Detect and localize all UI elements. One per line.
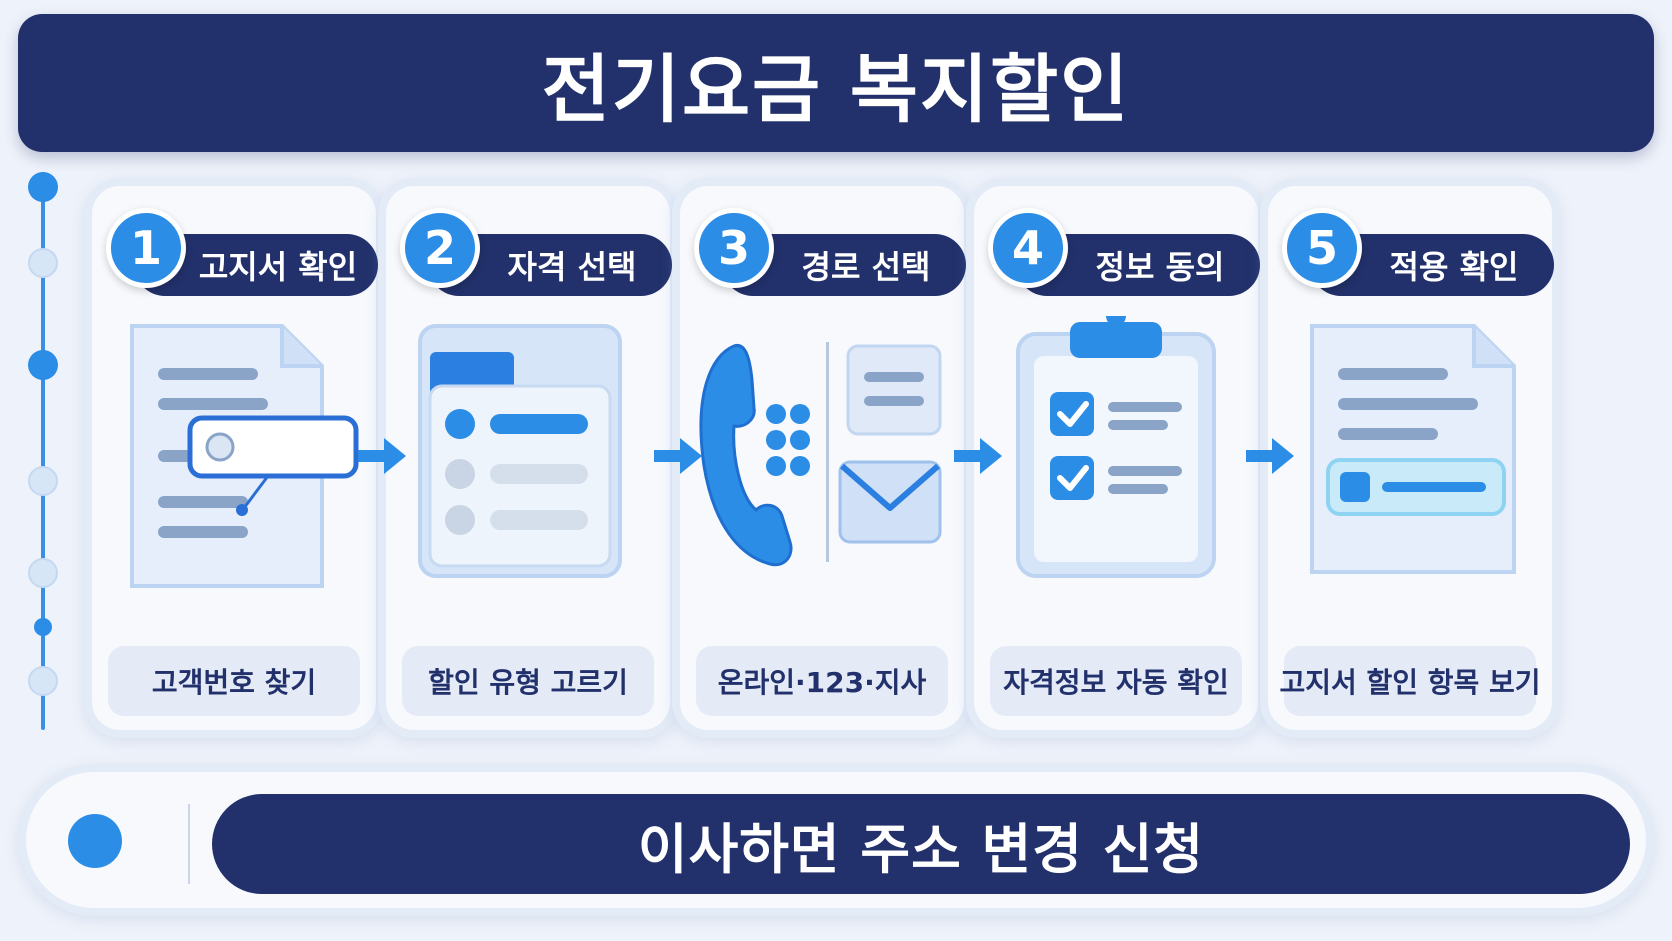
step-number: 2 <box>400 208 480 288</box>
arrow-right-icon <box>1246 438 1294 474</box>
bill-search-icon <box>130 324 359 588</box>
steps-row: 고지서 확인 1 고객번호 찾기 자격 선택 2 <box>84 178 1654 738</box>
step-header: 경로 선택 3 <box>694 208 966 296</box>
step-caption: 온라인·123·지사 <box>696 646 948 716</box>
step-number: 3 <box>694 208 774 288</box>
step-caption: 할인 유형 고르기 <box>402 646 654 716</box>
arrow-right-icon <box>954 438 1002 474</box>
step-card-3: 경로 선택 3 온라인·123·지사 <box>672 178 972 738</box>
step-header: 정보 동의 4 <box>988 208 1260 296</box>
step-caption: 고객번호 찾기 <box>108 646 360 716</box>
timeline-dot <box>34 618 52 636</box>
folder-list-icon <box>418 324 622 578</box>
step-card-4: 정보 동의 4 자격정보 자동 확인 <box>966 178 1266 738</box>
timeline-dot <box>28 172 58 202</box>
bill-discount-icon <box>1310 324 1516 574</box>
timeline-dot <box>28 248 58 278</box>
step-card-5: 적용 확인 5 고지서 할인 항목 보기 <box>1260 178 1560 738</box>
footer-message: 이사하면 주소 변경 신청 <box>212 794 1630 894</box>
timeline-dot <box>28 666 58 696</box>
step-number: 1 <box>106 208 186 288</box>
clipboard-check-icon <box>1016 316 1216 578</box>
arrow-right-icon <box>358 438 406 474</box>
step-header: 자격 선택 2 <box>400 208 672 296</box>
step-number: 5 <box>1282 208 1362 288</box>
step-number: 4 <box>988 208 1068 288</box>
page-title: 전기요금 복지할인 <box>541 46 1131 133</box>
step-header: 고지서 확인 1 <box>106 208 378 296</box>
step-caption: 자격정보 자동 확인 <box>990 646 1242 716</box>
step-card-1: 고지서 확인 1 고객번호 찾기 <box>84 178 384 738</box>
timeline-dot <box>28 558 58 588</box>
step-caption: 고지서 할인 항목 보기 <box>1279 646 1541 716</box>
step-header: 적용 확인 5 <box>1282 208 1554 296</box>
timeline-line <box>41 190 45 730</box>
footer-notice: 이사하면 주소 변경 신청 <box>18 764 1654 916</box>
bullet-dot <box>68 814 122 868</box>
progress-timeline <box>28 172 58 740</box>
phone-mail-icon <box>699 342 942 567</box>
title-banner: 전기요금 복지할인 <box>18 14 1654 152</box>
timeline-dot <box>28 350 58 380</box>
divider <box>188 804 190 884</box>
step-card-2: 자격 선택 2 할인 유형 고르기 <box>378 178 678 738</box>
timeline-dot <box>28 466 58 496</box>
arrow-right-icon <box>654 438 702 474</box>
